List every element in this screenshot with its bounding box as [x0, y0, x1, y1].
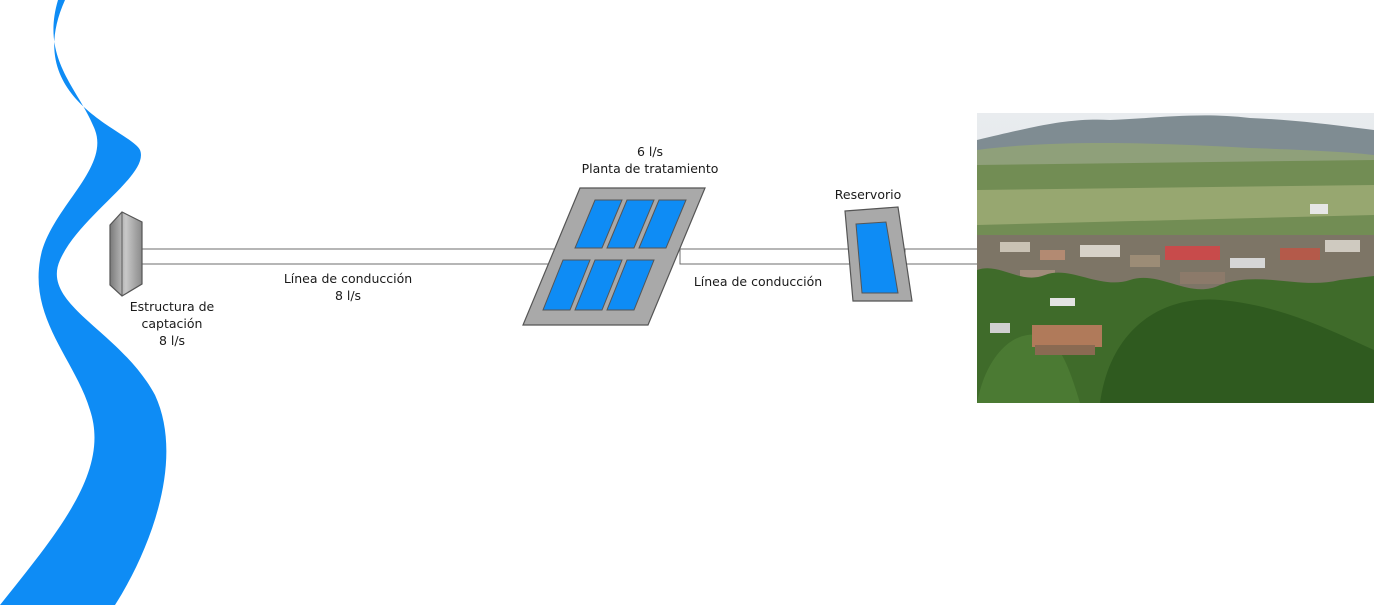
conduction-line-1-flow: 8 l/s	[334, 288, 362, 303]
treatment-plant-name: Planta de tratamiento	[581, 161, 719, 176]
treatment-plant-label: 6 l/s Planta de tratamiento	[565, 143, 735, 177]
conduction-pipe-2	[679, 248, 856, 265]
town-photo	[977, 113, 1374, 403]
reservoir-name: Reservorio	[834, 187, 902, 202]
intake-flow: 8 l/s	[158, 333, 186, 348]
conduction-line-1-name: Línea de conducción	[283, 271, 413, 286]
reservoir	[844, 206, 913, 302]
conduction-line-2-name: Línea de conducción	[693, 274, 823, 289]
intake-label: Estructura de captación 8 l/s	[122, 298, 222, 349]
conduction-pipe-3	[904, 248, 981, 265]
conduction-line-1-label: Línea de conducción 8 l/s	[268, 270, 428, 304]
intake-label-line1: Estructura de	[129, 299, 215, 314]
river-shape	[0, 0, 167, 605]
treatment-plant	[522, 187, 706, 326]
treatment-plant-flow: 6 l/s	[636, 144, 664, 159]
conduction-line-2-label: Línea de conducción	[680, 273, 836, 290]
reservoir-label: Reservorio	[818, 186, 918, 203]
intake-label-line2: captación	[141, 316, 203, 331]
intake-structure	[109, 211, 143, 297]
conduction-pipe-1	[139, 248, 571, 265]
